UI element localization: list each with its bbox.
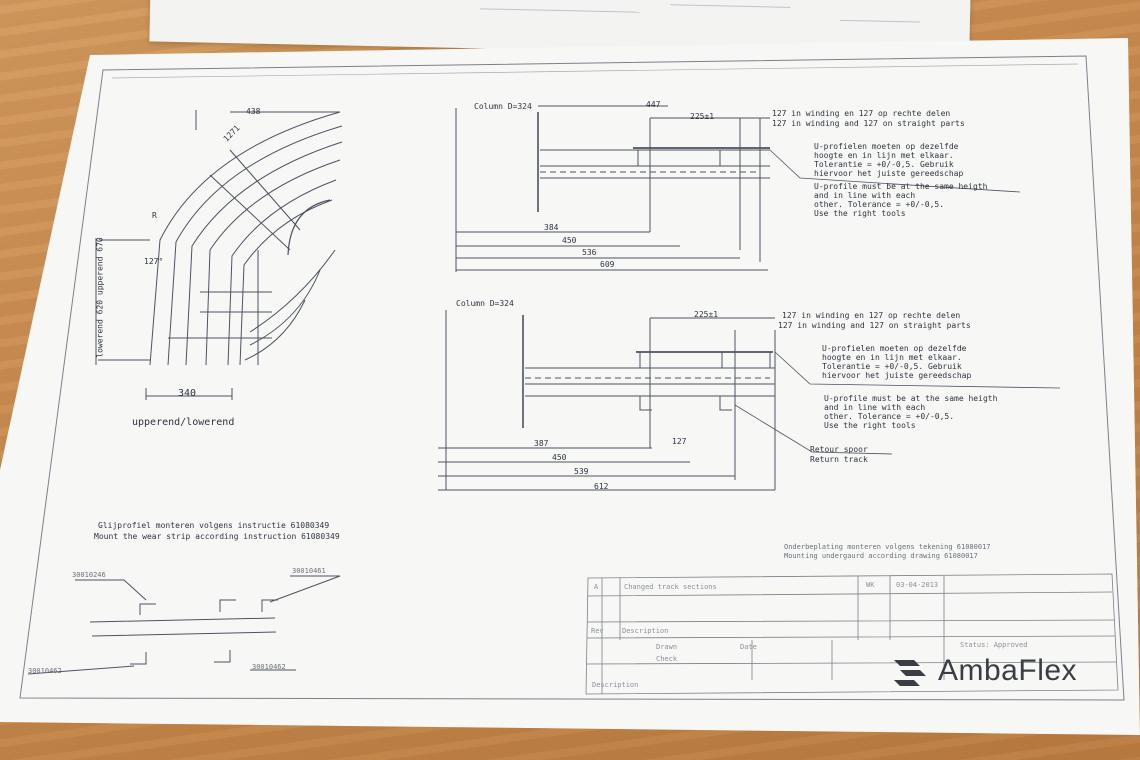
top-view-dim-top: 438 bbox=[246, 107, 261, 116]
lower-dim-225: 225±1 bbox=[694, 310, 719, 319]
lower-dim-387: 387 bbox=[534, 439, 549, 448]
upper-note-en-2: and in line with each bbox=[814, 191, 916, 200]
lower-note-en-1: U-profile must be at the same heigth bbox=[824, 394, 998, 403]
part-30010462-right: 30010462 bbox=[252, 663, 286, 671]
lower-dim-539: 539 bbox=[574, 467, 589, 476]
title-drawn: Drawn bbox=[656, 643, 678, 651]
lower-tol-nl: 127 in winding en 127 op rechte delen bbox=[782, 311, 961, 320]
title-description: Description bbox=[622, 627, 669, 635]
title-status: Status: Approved bbox=[960, 641, 1028, 649]
upper-section bbox=[455, 105, 1021, 272]
brand-name: AmbaFlex bbox=[938, 654, 1078, 687]
upper-note-nl-4: hiervoor het juiste gereedschap bbox=[814, 169, 964, 178]
upper-column-label: Column D=324 bbox=[474, 102, 532, 111]
top-view-caption: upperend/lowerend bbox=[132, 417, 235, 428]
title-check: Check bbox=[656, 655, 678, 663]
ambaflex-logo-icon bbox=[894, 660, 926, 686]
title-rev-desc: Changed track sections bbox=[624, 583, 717, 591]
lower-dim-127: 127 bbox=[672, 437, 687, 446]
lower-return-en: Return track bbox=[810, 455, 868, 464]
lower-tol-en: 127 in winding and 127 on straight parts bbox=[778, 321, 971, 330]
upper-dim-450: 450 bbox=[562, 236, 577, 245]
top-view-dim-r: R bbox=[152, 211, 157, 220]
upper-note-en-4: Use the right tools bbox=[814, 209, 906, 218]
upper-note-nl-2: hoogte en in lijn met elkaar. bbox=[814, 151, 954, 160]
upper-dim-225: 225±1 bbox=[690, 112, 715, 121]
title-description2: Description bbox=[592, 681, 639, 689]
part-30010461: 30010461 bbox=[292, 567, 326, 575]
upper-tol-en: 127 in winding and 127 on straight parts bbox=[772, 119, 965, 128]
part-30010462-left: 30010462 bbox=[28, 667, 62, 675]
undercarriage-nl: Onderbeplating monteren volgens tekening… bbox=[784, 543, 991, 551]
title-rev: Rev bbox=[591, 627, 604, 635]
upper-note-nl-1: U-profielen moeten op dezelfde bbox=[814, 142, 959, 151]
upper-note-nl-3: Tolerantie = +0/-0,5. Gebruik bbox=[814, 160, 954, 169]
lower-note-en-4: Use the right tools bbox=[824, 421, 916, 430]
top-view-curve bbox=[95, 110, 343, 400]
title-date: Date bbox=[740, 643, 757, 651]
upper-note-en-1: U-profile must be at the same heigth bbox=[814, 182, 988, 191]
lower-note-en-2: and in line with each bbox=[824, 403, 926, 412]
part-30010246: 30010246 bbox=[72, 571, 106, 579]
upper-note-en-3: other. Tolerance = +0/-0,5. bbox=[814, 200, 945, 209]
wear-strip-en: Mount the wear strip according instructi… bbox=[94, 532, 340, 541]
title-rev-date: 03-04-2013 bbox=[896, 581, 939, 589]
title-rev-by: WK bbox=[866, 581, 875, 589]
lower-dim-612: 612 bbox=[594, 482, 609, 491]
title-block bbox=[585, 573, 1119, 695]
brand-logo: AmbaFlex bbox=[890, 654, 1077, 688]
lower-note-nl-1: U-profielen moeten op dezelfde bbox=[822, 344, 967, 353]
lower-return-nl: Retour spoor bbox=[810, 445, 868, 454]
lower-section bbox=[438, 310, 1061, 491]
undercarriage-en: Mounting undergaurd according drawing 61… bbox=[784, 552, 978, 560]
top-view-dim-side: lowerend 620 upperend 670 bbox=[95, 237, 105, 358]
top-view-dim-bottom: 340 bbox=[178, 388, 197, 399]
title-rev-letter: A bbox=[594, 583, 599, 591]
upper-tol-nl: 127 in winding en 127 op rechte delen bbox=[772, 109, 951, 118]
upper-dim-447: 447 bbox=[646, 100, 661, 109]
wear-strip-nl: Glijprofiel monteren volgens instructie … bbox=[98, 521, 330, 530]
lower-note-en-3: other. Tolerance = +0/-0,5. bbox=[824, 412, 955, 421]
upper-dim-609: 609 bbox=[600, 260, 615, 269]
lower-note-nl-2: hoogte en in lijn met elkaar. bbox=[822, 353, 962, 362]
lower-note-nl-3: Tolerantie = +0/-0,5. Gebruik bbox=[822, 362, 962, 371]
top-view-dim-127: 127° bbox=[144, 257, 164, 266]
lower-dim-450: 450 bbox=[552, 453, 567, 462]
upper-dim-536: 536 bbox=[582, 248, 597, 257]
upper-dim-384: 384 bbox=[544, 223, 559, 232]
lower-column-label: Column D=324 bbox=[456, 299, 514, 308]
wear-strip-detail bbox=[27, 575, 341, 675]
lower-note-nl-4: hiervoor het juiste gereedschap bbox=[822, 371, 972, 380]
